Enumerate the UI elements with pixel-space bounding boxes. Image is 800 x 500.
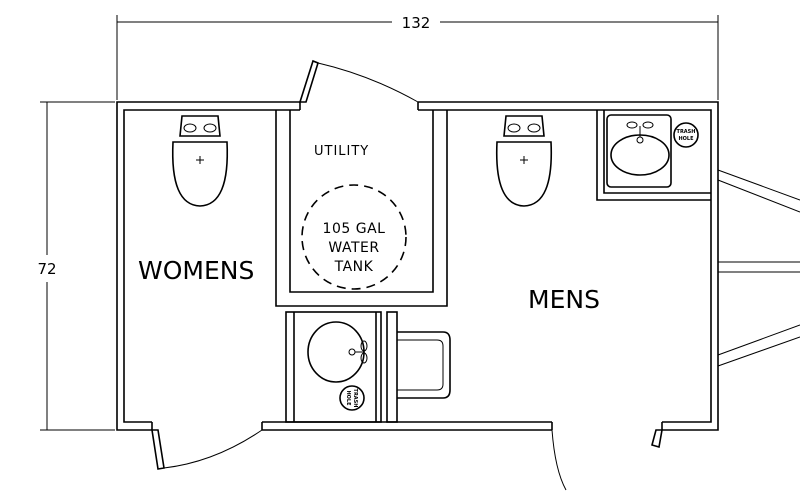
womens-room-label: WOMENS <box>138 256 254 285</box>
mens-toilet-icon <box>495 115 553 207</box>
dimension-height: 72 <box>37 101 115 431</box>
water-tank-icon: 105 GAL WATER TANK <box>301 184 407 290</box>
mens-trash-hole-label-2: HOLE <box>678 136 694 142</box>
womens-trash-hole-label-1: TRASH <box>352 389 358 408</box>
water-tank-label-2: WATER <box>328 240 379 256</box>
utility-room-label: UTILITY <box>314 144 369 159</box>
utility-room-walls <box>275 110 448 307</box>
exterior-walls <box>116 101 719 431</box>
mens-trash-hole-icon: TRASH HOLE <box>673 122 699 148</box>
utility-door <box>298 59 419 103</box>
mens-door <box>551 429 663 491</box>
womens-trash-hole-label-2: HOLE <box>345 390 351 406</box>
urinal-icon <box>397 331 451 399</box>
mens-trash-hole-label-1: TRASH <box>677 129 696 135</box>
mens-sink-counter <box>596 110 711 201</box>
water-tank-label-3: TANK <box>334 259 374 275</box>
dimension-width: 132 <box>116 14 719 100</box>
womens-toilet-icon <box>171 115 229 207</box>
center-sink-walls <box>285 311 398 423</box>
mens-room-label: MENS <box>528 285 600 314</box>
womens-sink-icon <box>307 321 368 383</box>
womens-door <box>151 429 263 470</box>
womens-trash-hole-icon: TRASH HOLE <box>339 385 365 411</box>
dimension-height-label: 72 <box>37 260 56 278</box>
side-door <box>717 169 800 367</box>
dimension-width-label: 132 <box>402 14 431 32</box>
water-tank-label-1: 105 GAL <box>323 221 386 237</box>
mens-sink-icon <box>606 114 672 188</box>
